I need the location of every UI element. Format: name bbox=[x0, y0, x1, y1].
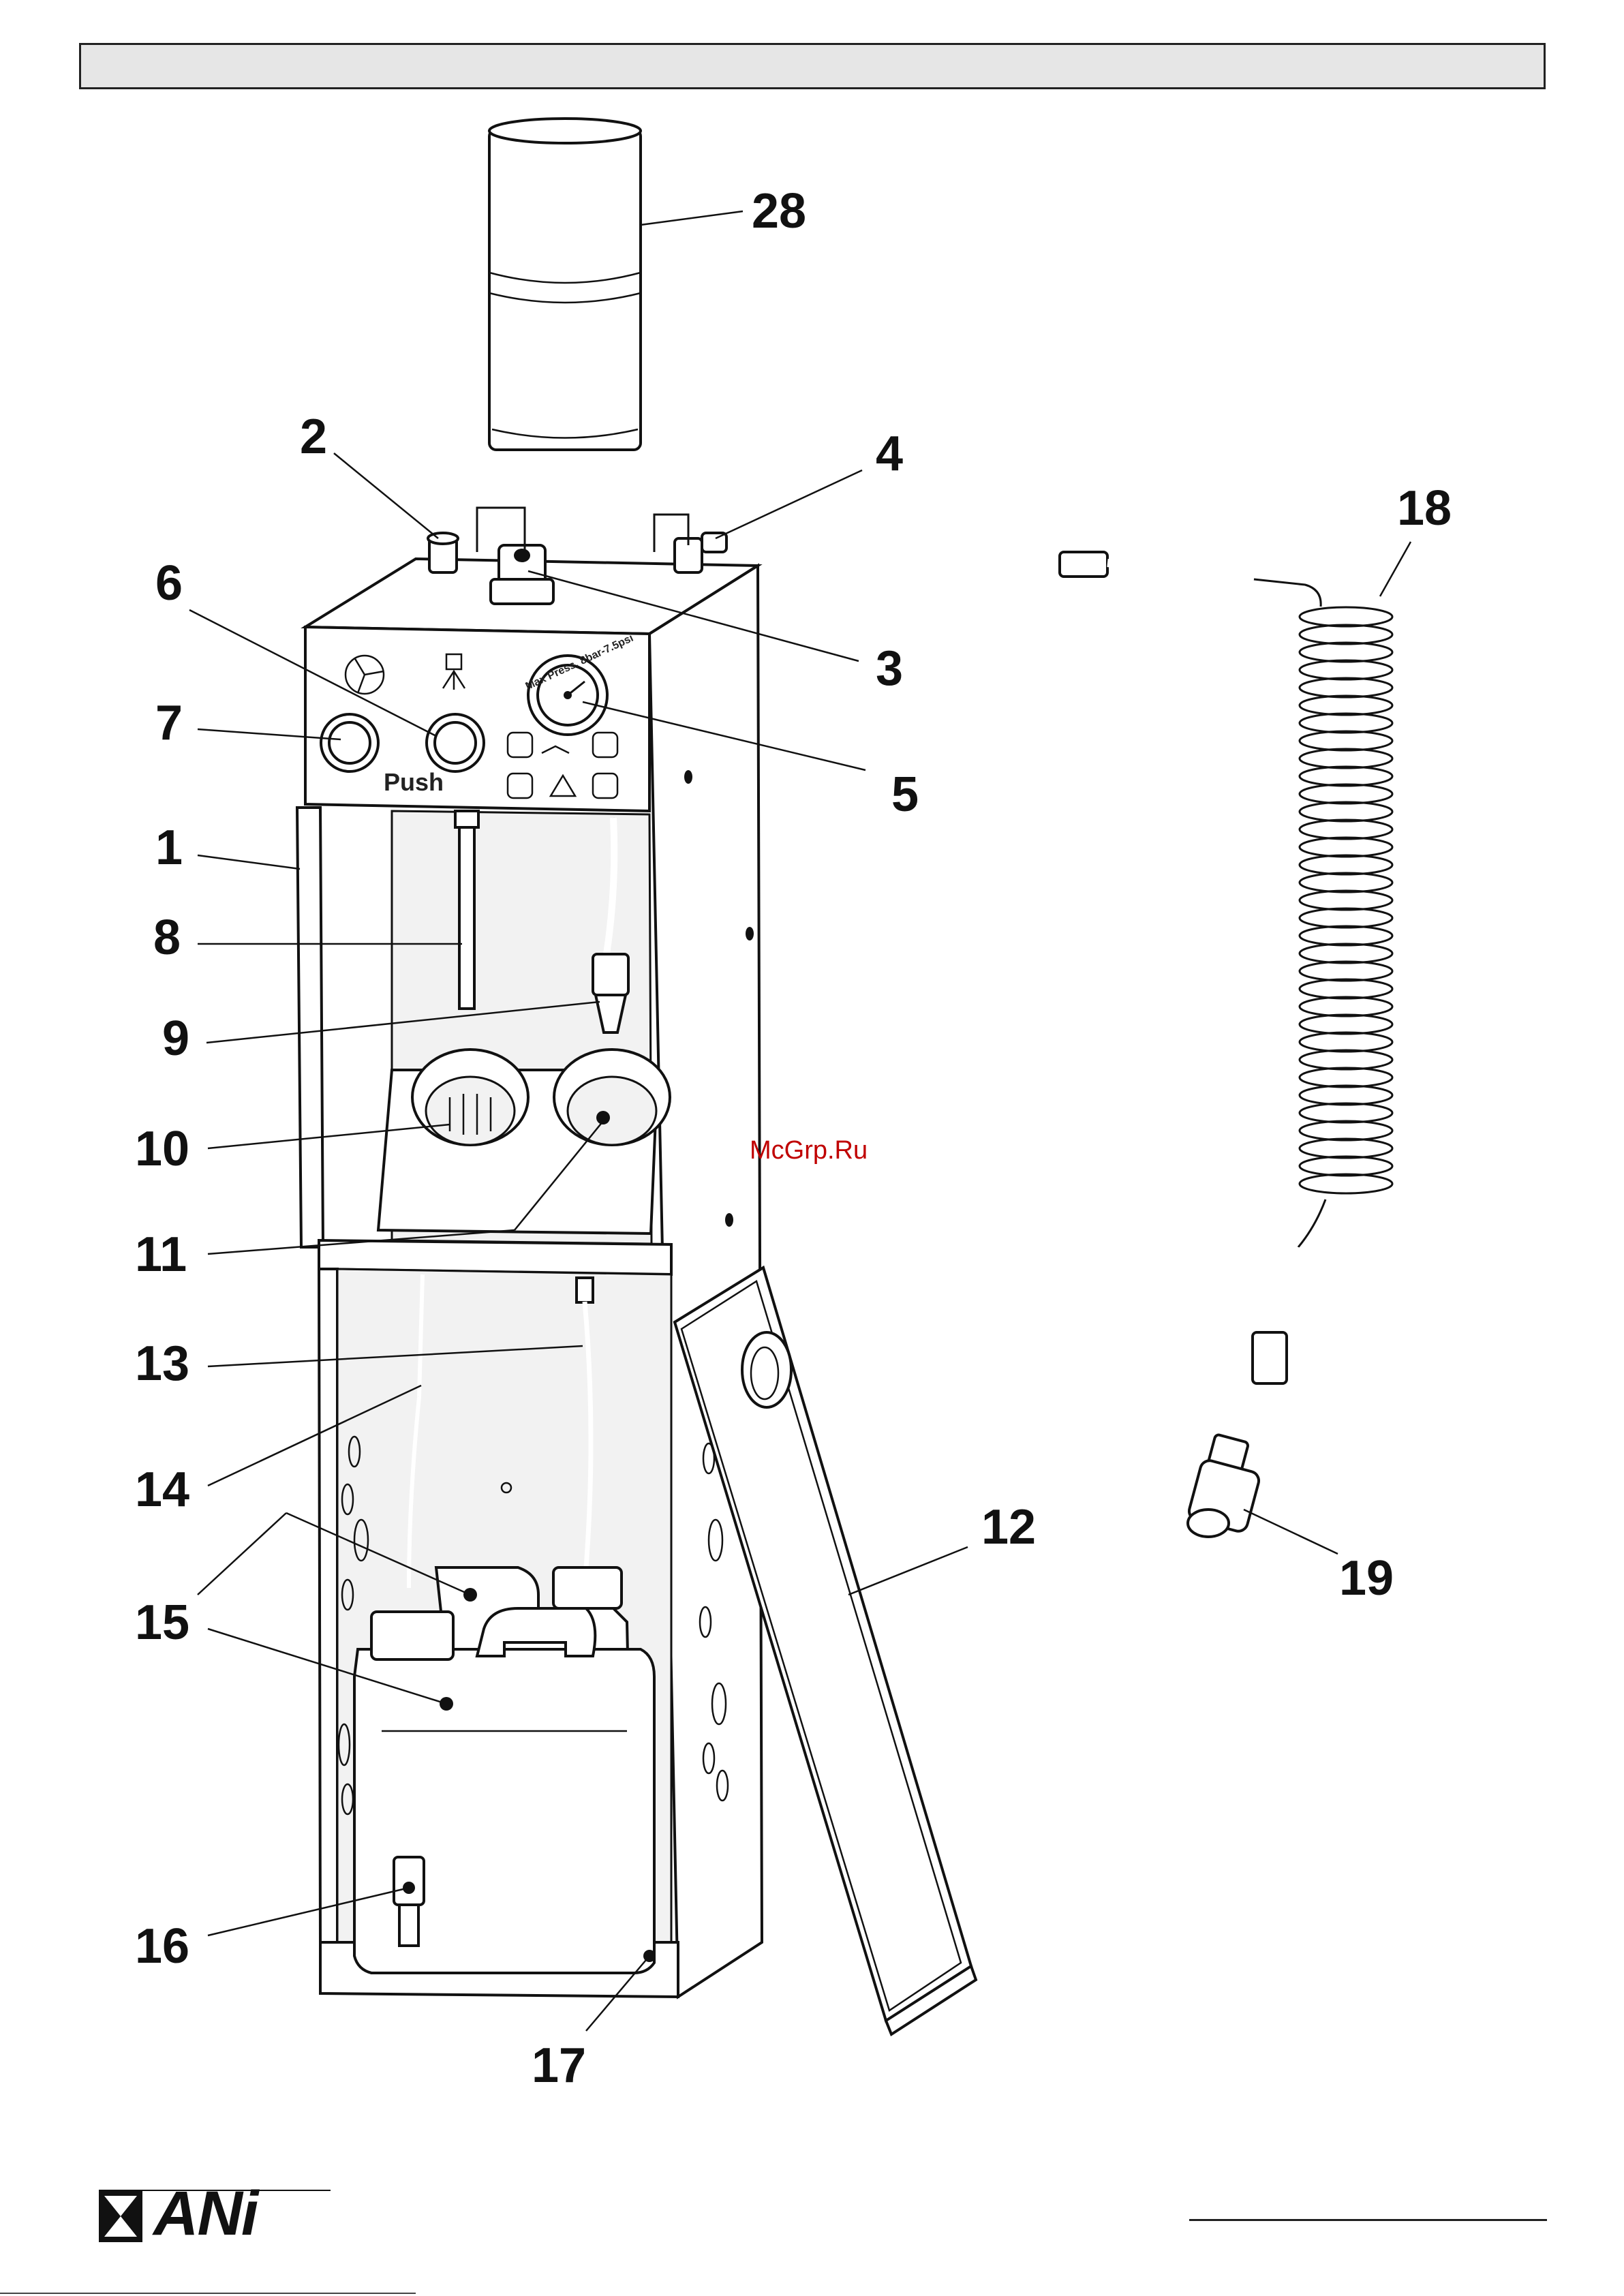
hose-coil-loop bbox=[1300, 873, 1392, 892]
hose-coil-loop bbox=[1300, 1174, 1392, 1193]
hose-coil-loop bbox=[1300, 944, 1392, 963]
callout-1: 1 bbox=[155, 821, 183, 875]
hose-coil-loop bbox=[1300, 731, 1392, 750]
hose-coil-loop bbox=[1300, 1121, 1392, 1140]
watermark: McGrp.Ru bbox=[750, 1136, 868, 1165]
callout-10: 10 bbox=[135, 1122, 189, 1176]
hose-coil-loop bbox=[1300, 696, 1392, 715]
part-6-button bbox=[427, 714, 484, 771]
part-16-tap bbox=[394, 1857, 424, 1946]
part-7-button bbox=[321, 714, 378, 771]
hose-coil-loop bbox=[1300, 820, 1392, 839]
callout-18: 18 bbox=[1397, 481, 1452, 536]
part-10-brush-cup bbox=[412, 1050, 528, 1145]
hose-coil-loop bbox=[1300, 1086, 1392, 1105]
callout-9: 9 bbox=[162, 1011, 189, 1066]
hose-coil-loop bbox=[1300, 643, 1392, 662]
callout-13: 13 bbox=[135, 1336, 189, 1391]
bottom-rule bbox=[0, 2293, 416, 2294]
callout-17: 17 bbox=[532, 2038, 586, 2093]
callout-11: 11 bbox=[135, 1227, 187, 1282]
hose-coil-loop bbox=[1300, 767, 1392, 786]
hose-coil-loop bbox=[1300, 660, 1392, 679]
part-28-tube bbox=[489, 119, 641, 450]
footer-rule bbox=[1189, 2219, 1547, 2221]
part-18-coiled-hose bbox=[1060, 552, 1392, 1383]
part-11-cup bbox=[554, 1050, 670, 1145]
callout-14: 14 bbox=[135, 1463, 189, 1517]
hose-coil-loop bbox=[1300, 714, 1392, 733]
callout-6: 6 bbox=[155, 556, 183, 611]
hose-coil-loop bbox=[1300, 607, 1392, 626]
hose-coil-loop bbox=[1300, 891, 1392, 910]
hose-coil-loop bbox=[1300, 749, 1392, 768]
hose-coil-loop bbox=[1300, 908, 1392, 928]
hose-coil-loop bbox=[1300, 997, 1392, 1016]
callout-4: 4 bbox=[876, 427, 903, 481]
callout-5: 5 bbox=[891, 767, 919, 822]
hose-coil-loop bbox=[1300, 1015, 1392, 1034]
hose-coil-loop bbox=[1300, 979, 1392, 998]
hose-coil-loop bbox=[1300, 962, 1392, 981]
callout-28: 28 bbox=[752, 184, 806, 239]
callout-8: 8 bbox=[153, 910, 181, 965]
hose-coil-loop bbox=[1300, 855, 1392, 874]
hose-coil-loop bbox=[1300, 625, 1392, 644]
hose-coil-loop bbox=[1300, 1068, 1392, 1087]
callout-12: 12 bbox=[981, 1500, 1036, 1555]
callout-16: 16 bbox=[135, 1919, 189, 1974]
part-19-coupler bbox=[1187, 1434, 1261, 1537]
callout-2: 2 bbox=[300, 410, 327, 464]
callout-7: 7 bbox=[155, 696, 183, 750]
callout-3: 3 bbox=[876, 641, 903, 696]
hose-coil-loop bbox=[1300, 1032, 1392, 1052]
brand-logo-text: ANi bbox=[153, 2178, 257, 2250]
hose-coil-loop bbox=[1300, 1050, 1392, 1069]
hose-coil-loop bbox=[1300, 926, 1392, 945]
callout-15: 15 bbox=[135, 1595, 189, 1650]
hose-coil-loop bbox=[1300, 1157, 1392, 1176]
hose-coil-loop bbox=[1300, 678, 1392, 697]
hose-coil-loop bbox=[1300, 784, 1392, 803]
part-8-tube bbox=[455, 811, 478, 1009]
push-label: Push bbox=[384, 768, 444, 796]
part-2-fitting bbox=[428, 533, 458, 572]
hose-coil-loop bbox=[1300, 1139, 1392, 1158]
part-3-regulator-knob bbox=[491, 545, 553, 604]
hose-coil-loop bbox=[1300, 1103, 1392, 1122]
callout-19: 19 bbox=[1339, 1551, 1394, 1606]
hose-coil-loop bbox=[1300, 838, 1392, 857]
hose-coil-loop bbox=[1300, 802, 1392, 821]
